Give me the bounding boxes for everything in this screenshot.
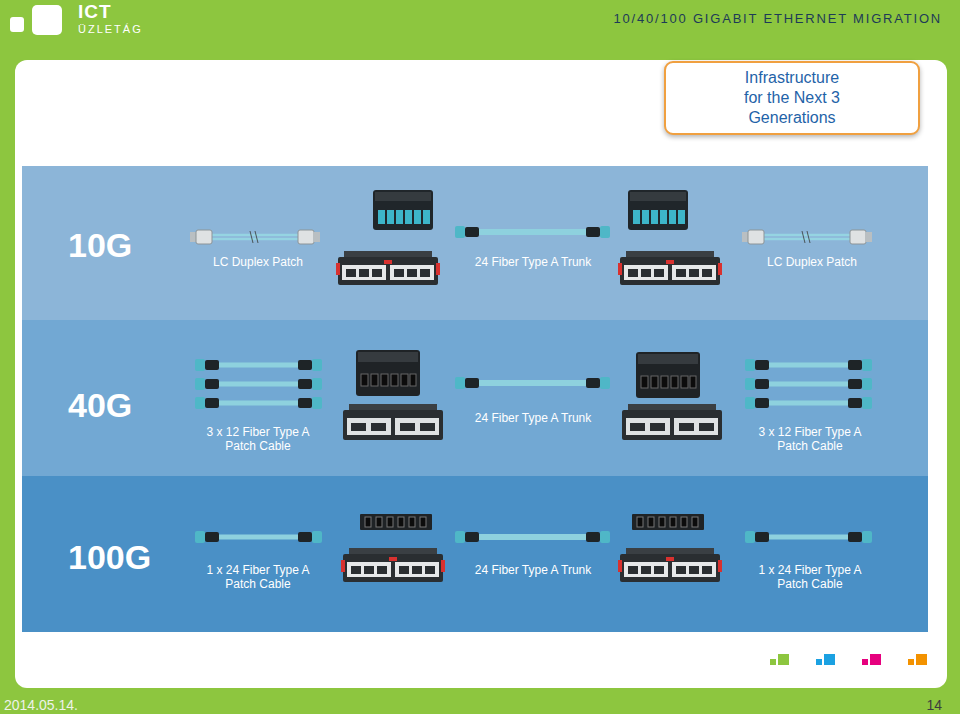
deco-square [870, 654, 881, 665]
speed-band: 40G 3 x 12 Fiber Type A Patch Cable 24 Fib… [22, 320, 928, 476]
logo-text: ICT [78, 1, 112, 23]
text-slot: 24 Fiber Type A Trunk [453, 255, 613, 269]
band-fill [22, 476, 928, 632]
adapter-plate [632, 514, 704, 530]
trunk-cable [455, 377, 610, 389]
mpo-cable [745, 378, 872, 390]
text-slot: 24 Fiber Type A Trunk [453, 563, 613, 577]
text-slot: 1 x 24 Fiber Type A Patch Cable [746, 563, 874, 591]
cassette [356, 350, 420, 396]
lc-cable [190, 230, 320, 244]
label-slot: ÜZLETÁG [78, 23, 143, 36]
part-label: 3 x 12 Fiber Type A Patch Cable [746, 425, 874, 453]
callout-box: Infrastructure for the Next 3 Generation… [664, 61, 920, 135]
deco-square [816, 659, 822, 665]
text-slot: LC Duplex Patch [183, 255, 333, 269]
deco-square [824, 654, 835, 665]
band-heading: 10G [68, 225, 132, 265]
adapter-plate [360, 514, 432, 530]
mpo-cable [195, 531, 322, 543]
enclosure-tray [341, 548, 445, 582]
label-slot: ICT [78, 1, 112, 23]
slide-date: 2014.05.14. [4, 697, 78, 713]
logo-subtext: ÜZLETÁG [78, 23, 143, 36]
title-slot: 10/40/100 GIGABIT ETHERNET MIGRATION [614, 11, 943, 26]
label-slot: 2014.05.14. [4, 697, 78, 713]
text-slot: 10G [68, 225, 132, 265]
part-label: 24 Fiber Type A Trunk [453, 563, 613, 577]
text-slot: 100G [68, 537, 151, 577]
part-label: LC Duplex Patch [737, 255, 887, 269]
enclosure-tray [336, 251, 440, 285]
enclosure-tray [622, 404, 722, 440]
text-slot: 24 Fiber Type A Trunk [453, 411, 613, 425]
speed-band: 10G LC Duplex Patch 24 Fiber Type A Trunk L… [22, 166, 928, 320]
text-slot: Infrastructure for the Next 3 Generation… [740, 68, 844, 128]
enclosure-tray [343, 404, 443, 440]
deco-square [778, 654, 789, 665]
trunk-cable [455, 226, 610, 238]
part-label: 3 x 12 Fiber Type A Patch Cable [194, 425, 322, 453]
text-slot: 3 x 12 Fiber Type A Patch Cable [746, 425, 874, 453]
trunk-cable [455, 531, 610, 543]
mpo-cable [195, 359, 322, 371]
band-fill [22, 320, 928, 476]
mpo-cable [745, 531, 872, 543]
deco-square [862, 659, 868, 665]
mpo-cable [195, 397, 322, 409]
deco-square [770, 659, 776, 665]
part-label: LC Duplex Patch [183, 255, 333, 269]
logo-square [10, 17, 24, 32]
cassette [636, 352, 700, 398]
text-slot: 3 x 12 Fiber Type A Patch Cable [194, 425, 322, 453]
content-panel [15, 60, 947, 688]
text-slot: 1 x 24 Fiber Type A Patch Cable [194, 563, 322, 591]
page-number: 14 [926, 697, 942, 713]
text-slot: 40G [68, 385, 132, 425]
part-label: 24 Fiber Type A Trunk [453, 411, 613, 425]
part-label: 1 x 24 Fiber Type A Patch Cable [746, 563, 874, 591]
enclosure-tray [618, 251, 722, 285]
lc-cable [742, 230, 872, 244]
logo-square [32, 5, 62, 35]
band-heading: 100G [68, 537, 151, 577]
slide-title: 10/40/100 GIGABIT ETHERNET MIGRATION [614, 11, 943, 26]
speed-band: 100G 1 x 24 Fiber Type A Patch Cable 24 Fi… [22, 476, 928, 632]
mpo-cable [745, 397, 872, 409]
callout-text: Infrastructure for the Next 3 Generation… [740, 68, 844, 128]
part-label: 1 x 24 Fiber Type A Patch Cable [194, 563, 322, 591]
deco-square [916, 654, 927, 665]
label-slot: 14 [926, 697, 942, 713]
mpo-cable [195, 378, 322, 390]
band-fill [22, 166, 928, 320]
mpo-cable [745, 359, 872, 371]
part-label: 24 Fiber Type A Trunk [453, 255, 613, 269]
cassette [628, 190, 688, 230]
deco-square [908, 659, 914, 665]
enclosure-tray [618, 548, 722, 582]
band-heading: 40G [68, 385, 132, 425]
text-slot: LC Duplex Patch [737, 255, 887, 269]
cassette [373, 190, 433, 230]
